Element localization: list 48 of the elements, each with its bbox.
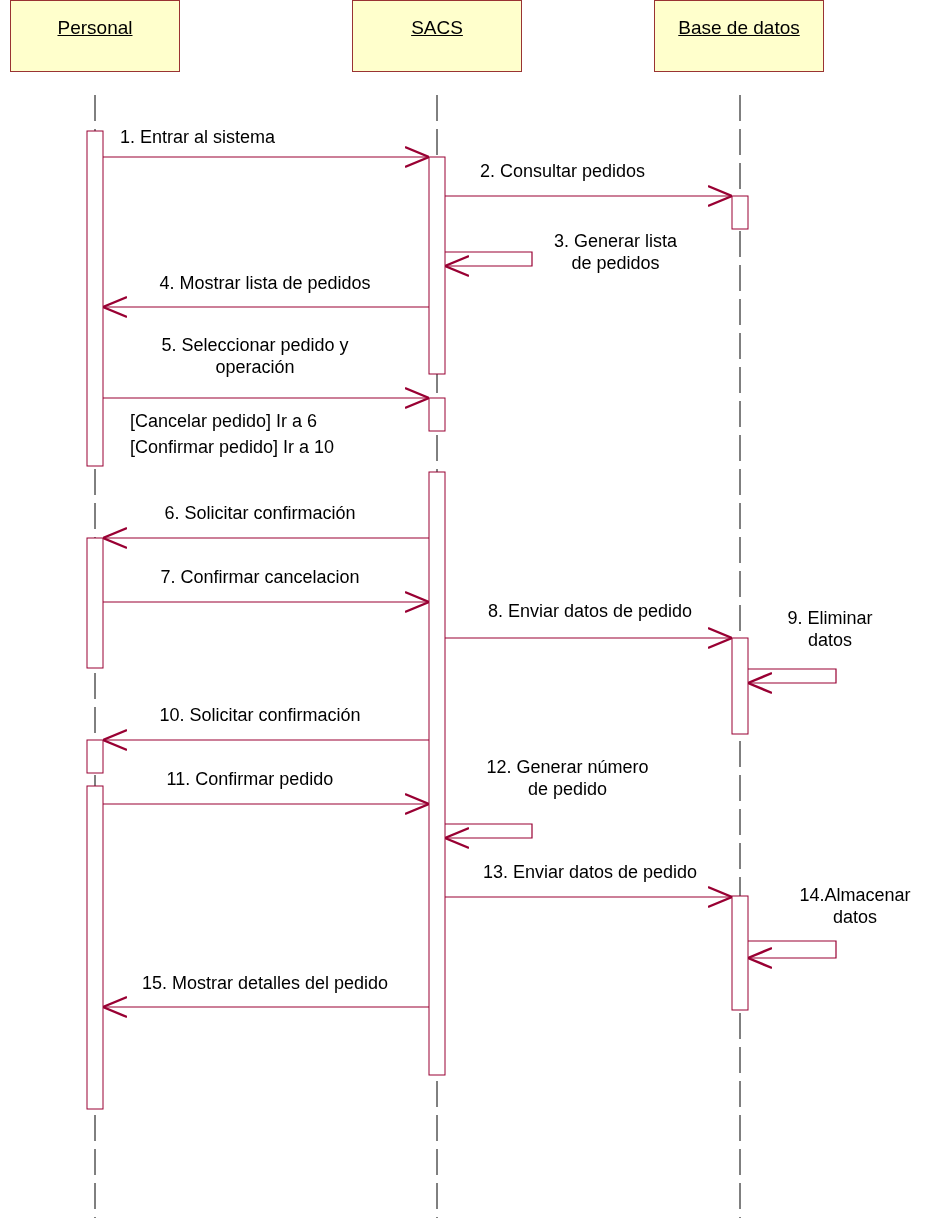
- message-label: 5. Seleccionar pedido y operación: [160, 334, 350, 378]
- message-label: 9. Eliminar datos: [786, 607, 874, 651]
- participant-name: SACS: [411, 17, 463, 39]
- activation-bar: [731, 195, 749, 230]
- message-arrow: [102, 590, 431, 614]
- message-label: 13. Enviar datos de pedido: [481, 861, 699, 883]
- message-label: 4. Mostrar lista de pedidos: [158, 272, 372, 294]
- message-label: 1. Entrar al sistema: [119, 126, 277, 148]
- activation-bar: [731, 895, 749, 1011]
- lifeline-header: [654, 0, 824, 72]
- activation-bar: [428, 397, 446, 432]
- message-arrow: [746, 940, 837, 970]
- message-arrow: [444, 626, 734, 650]
- participant-name: Base de datos: [678, 17, 800, 39]
- message-arrow: [101, 526, 430, 550]
- activation-bar: [731, 637, 749, 735]
- participant-name: Personal: [57, 17, 133, 39]
- message-label: 15. Mostrar detalles del pedido: [140, 972, 390, 994]
- guard-condition: [Cancelar pedido] Ir a 6: [130, 410, 318, 432]
- message-arrow: [444, 184, 734, 208]
- message-label: 11. Confirmar pedido: [165, 768, 335, 790]
- message-arrow: [101, 995, 430, 1019]
- message-arrow: [101, 728, 430, 752]
- activation-bar: [86, 785, 104, 1110]
- message-arrow: [443, 823, 533, 850]
- message-arrow: [102, 145, 431, 169]
- message-arrow: [102, 386, 431, 410]
- message-label: 6. Solicitar confirmación: [163, 502, 357, 524]
- activation-bar: [86, 537, 104, 669]
- message-arrow: [444, 885, 734, 909]
- message-arrow: [101, 295, 430, 319]
- lifeline-header: [10, 0, 180, 72]
- lifeline-header: [352, 0, 522, 72]
- activation-bar: [428, 471, 446, 1076]
- message-label: 7. Confirmar cancelacion: [159, 566, 361, 588]
- activation-bar: [86, 130, 104, 467]
- message-arrow: [746, 668, 837, 695]
- activation-bar: [86, 739, 104, 774]
- message-label: 2. Consultar pedidos: [480, 160, 647, 182]
- message-label: 3. Generar lista de pedidos: [552, 230, 679, 274]
- message-arrow: [102, 792, 431, 816]
- message-label: 8. Enviar datos de pedido: [486, 600, 694, 622]
- guard-condition: [Confirmar pedido] Ir a 10: [130, 436, 335, 458]
- activation-bar: [428, 156, 446, 375]
- message-label: 12. Generar número de pedido: [485, 756, 650, 800]
- message-arrow: [443, 251, 533, 278]
- message-label: 10. Solicitar confirmación: [158, 704, 362, 726]
- message-label: 14.Almacenar datos: [798, 884, 912, 928]
